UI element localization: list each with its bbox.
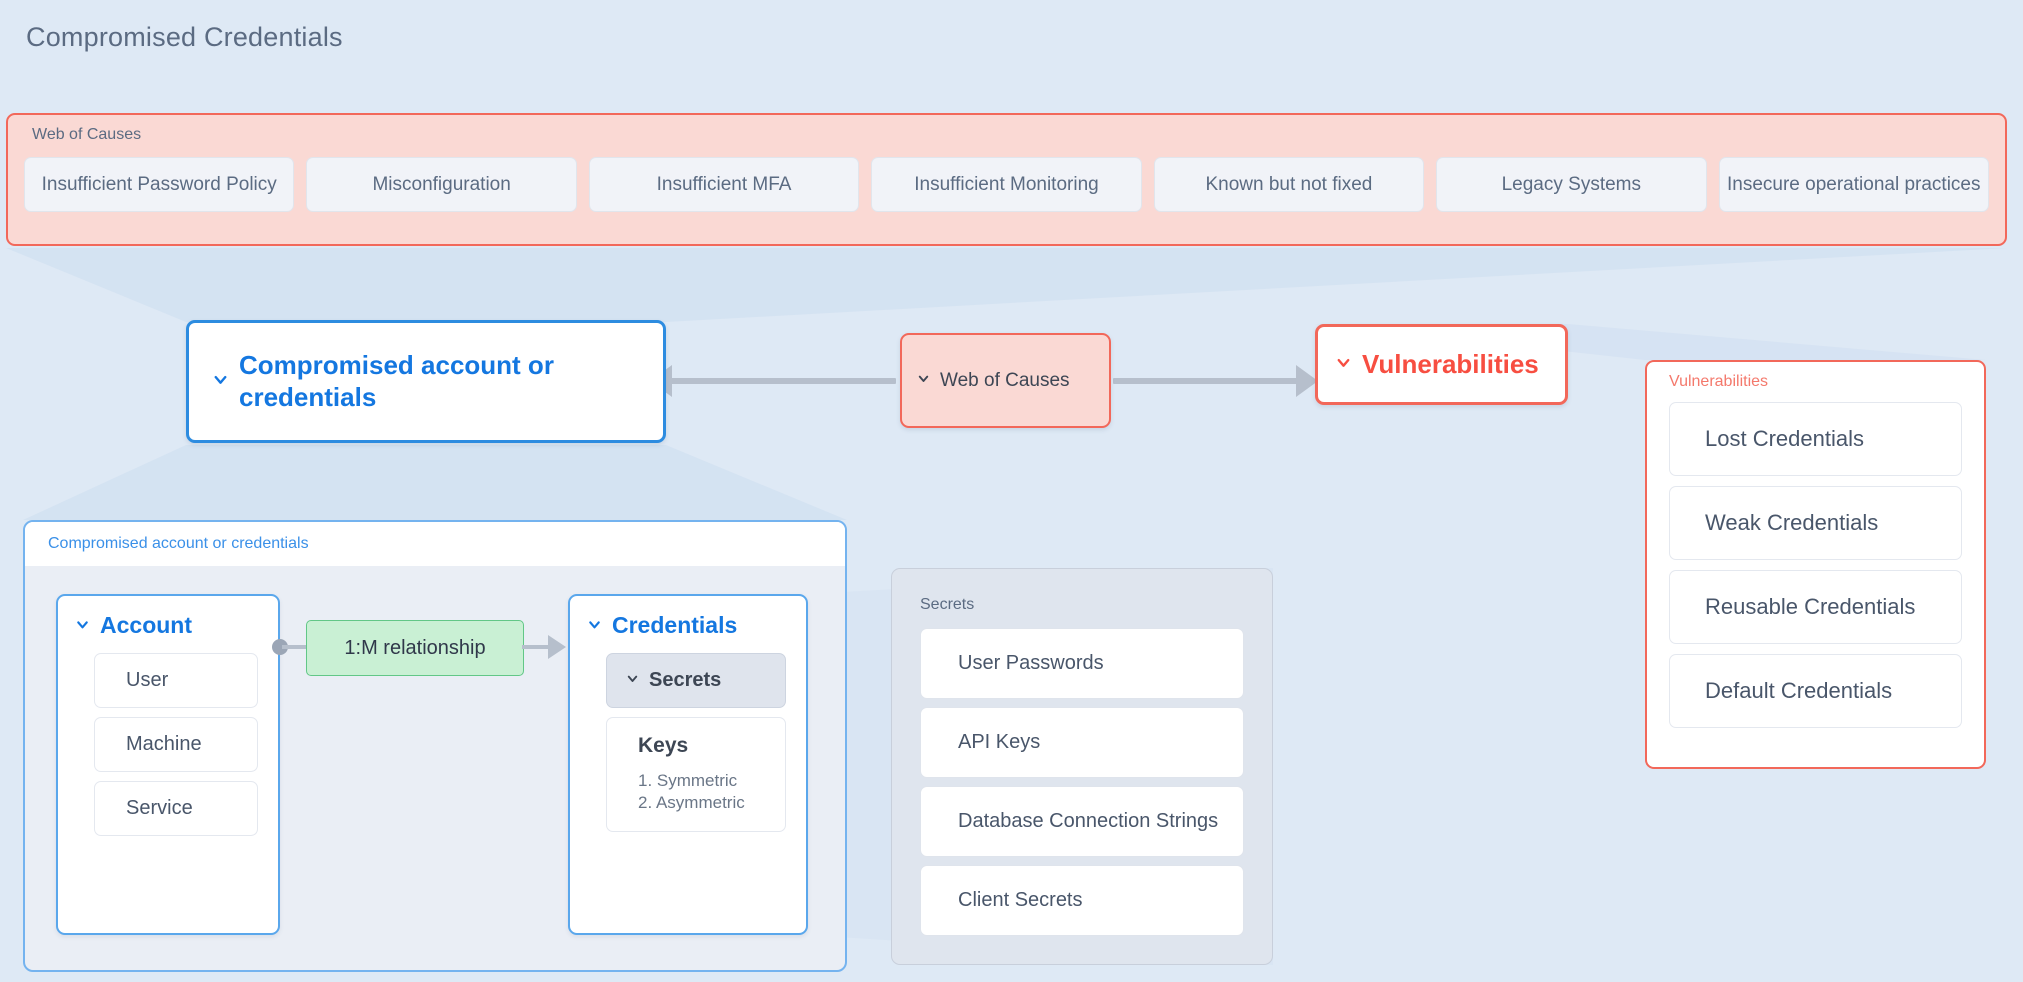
keys-card[interactable]: Keys 1. Symmetric 2. Asymmetric bbox=[606, 717, 786, 832]
funnel-causes-to-node bbox=[6, 248, 2007, 322]
secrets-panel-label: Secrets bbox=[920, 596, 975, 613]
vulnerabilities-panel-label: Vulnerabilities bbox=[1669, 373, 1769, 390]
page-title: Compromised Credentials bbox=[26, 22, 343, 52]
connector-line-right bbox=[1113, 378, 1303, 384]
compromised-account-panel-header: Compromised account or credentials bbox=[25, 522, 845, 566]
cause-chip[interactable]: Known but not fixed bbox=[1153, 157, 1425, 212]
list-item-secrets-label: Secrets bbox=[649, 669, 722, 691]
account-sub-list: User Machine Service bbox=[58, 639, 278, 854]
node-web-of-causes[interactable]: Web of Causes bbox=[900, 333, 1111, 428]
entity-card-credentials[interactable]: Credentials Secrets Keys 1. Symmetric 2.… bbox=[568, 594, 808, 935]
node-label: Vulnerabilities bbox=[1362, 348, 1539, 379]
list-item[interactable]: Weak Credentials bbox=[1669, 486, 1962, 560]
chevron-down-icon[interactable] bbox=[74, 612, 91, 639]
list-item[interactable]: Reusable Credentials bbox=[1669, 570, 1962, 644]
relationship-chip[interactable]: 1:M relationship bbox=[306, 620, 524, 676]
web-of-causes-panel-label: Web of Causes bbox=[32, 126, 142, 143]
list-item[interactable]: User Passwords bbox=[920, 628, 1244, 699]
keys-card-item: 1. Symmetric bbox=[638, 771, 738, 790]
compromised-account-panel-label: Compromised account or credentials bbox=[48, 535, 309, 552]
node-vulnerabilities[interactable]: Vulnerabilities bbox=[1315, 324, 1568, 405]
chevron-down-icon[interactable] bbox=[1334, 353, 1353, 377]
entity-card-credentials-header[interactable]: Credentials bbox=[570, 596, 806, 639]
relationship-line-left bbox=[282, 645, 308, 649]
node-label: Web of Causes bbox=[940, 369, 1070, 391]
list-item[interactable]: Machine bbox=[94, 717, 258, 772]
cause-chip[interactable]: Insufficient Password Policy bbox=[24, 157, 295, 212]
vulnerabilities-list: Lost Credentials Weak Credentials Reusab… bbox=[1669, 402, 1962, 728]
cause-chip[interactable]: Insecure operational practices bbox=[1718, 157, 1989, 212]
chevron-down-icon[interactable] bbox=[916, 371, 931, 391]
chevron-down-icon[interactable] bbox=[211, 370, 230, 394]
cause-chip[interactable]: Legacy Systems bbox=[1436, 157, 1707, 212]
list-item[interactable]: Client Secrets bbox=[920, 865, 1244, 936]
entity-card-credentials-label: Credentials bbox=[612, 612, 738, 638]
node-compromised-account-or-credentials[interactable]: Compromised account or credentials bbox=[186, 320, 666, 443]
cause-chip[interactable]: Insufficient Monitoring bbox=[871, 157, 1142, 212]
relationship-line-right bbox=[522, 645, 550, 649]
cause-chip[interactable]: Insufficient MFA bbox=[588, 157, 860, 212]
chevron-down-icon[interactable] bbox=[625, 669, 640, 692]
web-of-causes-chip-list: Insufficient Password Policy Misconfigur… bbox=[24, 157, 1989, 212]
list-item[interactable]: Database Connection Strings bbox=[920, 786, 1244, 857]
list-item[interactable]: Default Credentials bbox=[1669, 654, 1962, 728]
list-item[interactable]: Service bbox=[94, 781, 258, 836]
keys-card-item: 2. Asymmetric bbox=[638, 793, 745, 813]
secrets-list: User Passwords API Keys Database Connect… bbox=[920, 628, 1244, 936]
cause-chip[interactable]: Misconfiguration bbox=[306, 157, 577, 212]
secrets-panel: Secrets User Passwords API Keys Database… bbox=[891, 568, 1273, 965]
vulnerabilities-panel: Vulnerabilities Lost Credentials Weak Cr… bbox=[1645, 360, 1986, 769]
node-label: Compromised account or credentials bbox=[239, 349, 554, 412]
entity-card-account[interactable]: Account User Machine Service bbox=[56, 594, 280, 935]
relationship-endpoint-dot-icon bbox=[272, 639, 288, 655]
funnel-node-to-compromised-panel bbox=[23, 445, 847, 520]
web-of-causes-panel: Web of Causes Insufficient Password Poli… bbox=[6, 113, 2007, 246]
arrow-right-icon bbox=[548, 635, 566, 659]
arrow-right-icon bbox=[1296, 365, 1318, 397]
list-item[interactable]: User bbox=[94, 653, 258, 708]
list-item[interactable]: Lost Credentials bbox=[1669, 402, 1962, 476]
list-item[interactable]: API Keys bbox=[920, 707, 1244, 778]
keys-card-title: Keys bbox=[638, 734, 689, 757]
list-item-secrets[interactable]: Secrets bbox=[606, 653, 786, 708]
connector-line-left bbox=[666, 378, 896, 384]
credentials-sub-list: Secrets Keys 1. Symmetric 2. Asymmetric bbox=[570, 639, 806, 850]
chevron-down-icon[interactable] bbox=[586, 612, 603, 639]
entity-card-account-label: Account bbox=[100, 612, 192, 638]
entity-card-account-header[interactable]: Account bbox=[58, 596, 278, 639]
